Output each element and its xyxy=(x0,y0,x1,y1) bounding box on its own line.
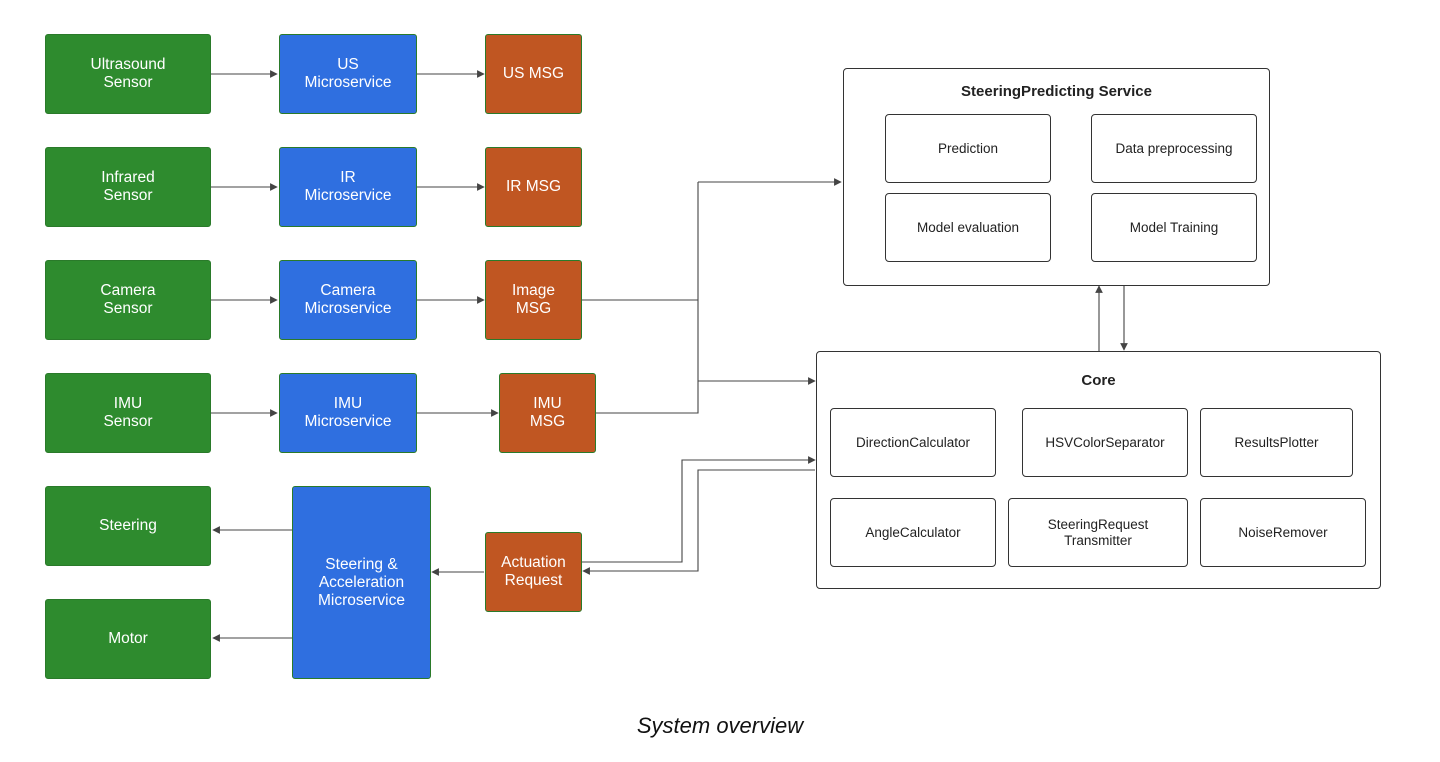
arrow-actuation-to-core xyxy=(582,456,816,563)
module-hsv-color-separator: HSVColorSeparator xyxy=(1022,408,1188,477)
module-prediction: Prediction xyxy=(885,114,1051,183)
module-data-preprocessing: Data preprocessing xyxy=(1091,114,1257,183)
camera-sensor-box: Camera Sensor xyxy=(45,260,211,340)
actuation-request-box: Actuation Request xyxy=(485,532,582,612)
ultrasound-sensor-box: Ultrasound Sensor xyxy=(45,34,211,114)
line-imu-msg-to-bus xyxy=(596,182,699,414)
steering-predicting-service-frame: SteeringPredicting Service Prediction Da… xyxy=(843,68,1270,286)
motor-box: Motor xyxy=(45,599,211,679)
steering-predicting-service-title: SteeringPredicting Service xyxy=(961,83,1152,100)
module-results-plotter: ResultsPlotter xyxy=(1200,408,1353,477)
figure-caption: System overview xyxy=(636,713,804,738)
imu-sensor-box: IMU Sensor xyxy=(45,373,211,453)
core-frame: Core DirectionCalculator HSVColorSeparat… xyxy=(816,351,1381,589)
module-direction-calculator: DirectionCalculator xyxy=(830,408,996,477)
module-noise-remover: NoiseRemover xyxy=(1200,498,1366,567)
arrow-core-to-actuation xyxy=(582,469,815,575)
module-angle-calculator: AngleCalculator xyxy=(830,498,996,567)
imu-microservice-box: IMU Microservice xyxy=(279,373,417,453)
steering-acceleration-microservice-box: Steering & Acceleration Microservice xyxy=(292,486,431,679)
module-model-training: Model Training xyxy=(1091,193,1257,262)
module-model-evaluation: Model evaluation xyxy=(885,193,1051,262)
ir-msg-box: IR MSG xyxy=(485,147,582,227)
steering-box: Steering xyxy=(45,486,211,566)
us-msg-box: US MSG xyxy=(485,34,582,114)
core-title: Core xyxy=(1081,372,1116,389)
ir-microservice-box: IR Microservice xyxy=(279,147,417,227)
camera-microservice-box: Camera Microservice xyxy=(279,260,417,340)
image-msg-box: Image MSG xyxy=(485,260,582,340)
module-steering-request-transmitter: SteeringRequest Transmitter xyxy=(1008,498,1188,567)
imu-msg-box: IMU MSG xyxy=(499,373,596,453)
infrared-sensor-box: Infrared Sensor xyxy=(45,147,211,227)
us-microservice-box: US Microservice xyxy=(279,34,417,114)
